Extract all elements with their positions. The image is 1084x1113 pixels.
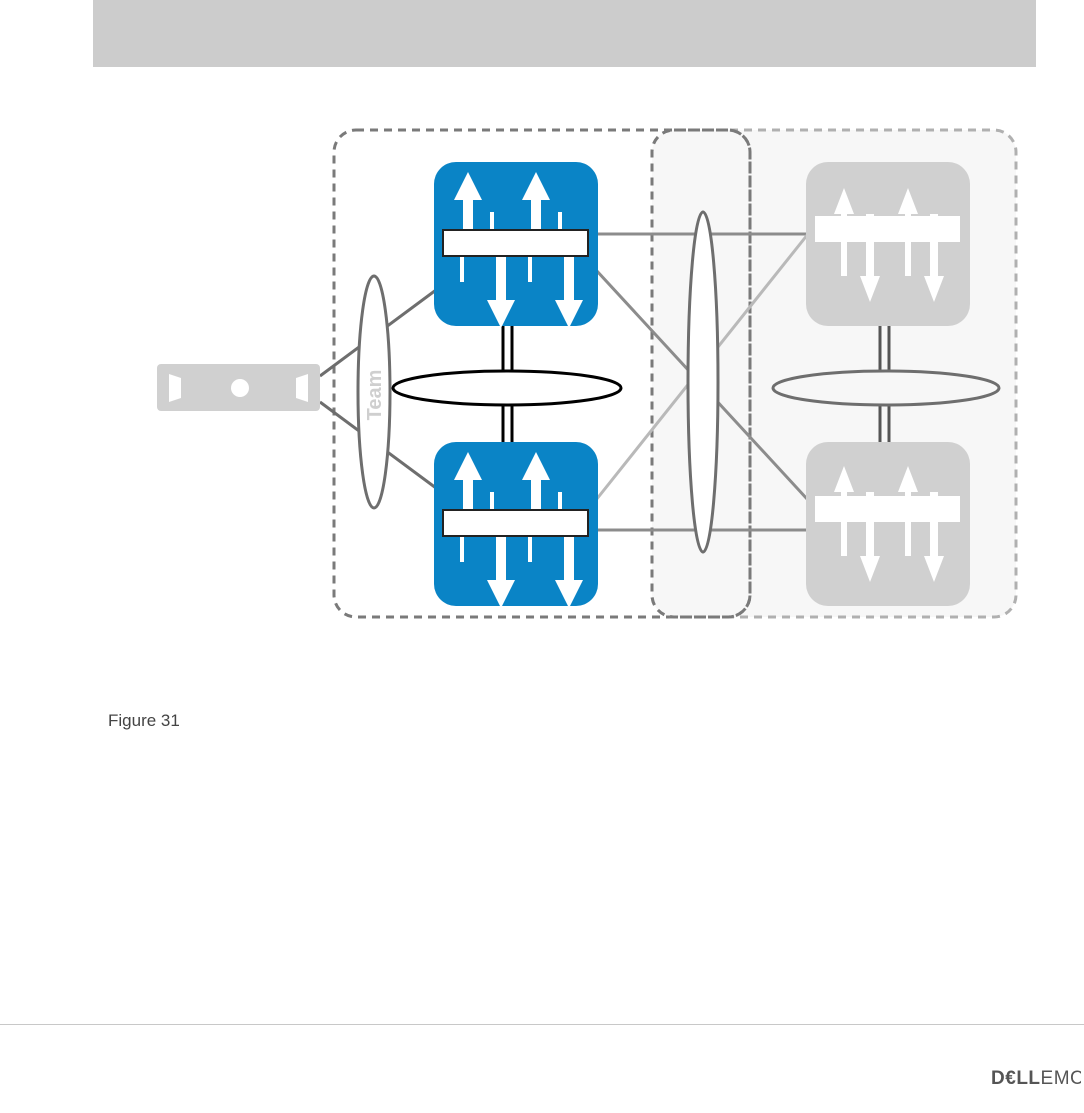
switch-top-left: [434, 162, 598, 328]
switch-bottom-left: [434, 442, 598, 608]
lag-ellipse: [688, 212, 718, 552]
vlt-domain-left: [393, 371, 621, 405]
vlt-domain-right: [773, 371, 999, 405]
svg-text:D€LLEMC: D€LLEMC: [991, 1068, 1081, 1089]
figure-caption: Figure 31: [108, 711, 180, 731]
dell-emc-logo: D€LLEMC: [991, 1064, 1081, 1090]
switch-top-right: [806, 162, 970, 326]
server-appliance: [157, 364, 320, 411]
team-label: Team: [364, 370, 386, 421]
footer-divider: [0, 1024, 1084, 1025]
switch-bottom-right: [806, 442, 970, 606]
network-topology-diagram: Team: [0, 0, 1084, 700]
